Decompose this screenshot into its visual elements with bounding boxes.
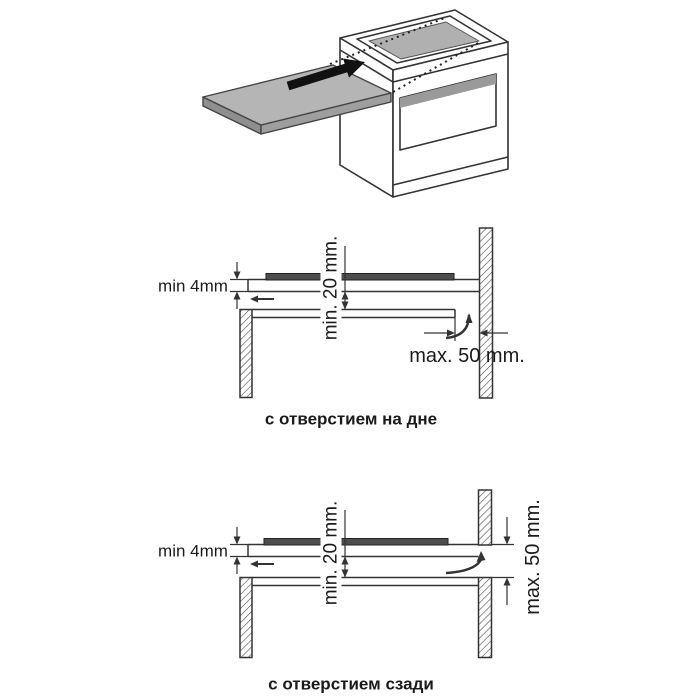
- shelf: [252, 576, 479, 587]
- airflow-arrow-curved-icon: [445, 551, 486, 575]
- wall-lower-hatched: [477, 576, 493, 659]
- dim-min4: [230, 262, 248, 309]
- left-post-hatched: [239, 576, 253, 659]
- cabinet-base-line: [392, 156, 509, 186]
- label-max-50mm: max. 50 mm.: [409, 345, 525, 367]
- wall-upper-hatched: [477, 489, 493, 546]
- caption-back-opening: с отверстием сзади: [268, 674, 434, 694]
- diagram-bottom-opening: [230, 227, 508, 399]
- hob-bar: [265, 273, 455, 281]
- dim-max50: [424, 317, 508, 341]
- dim-min20: [341, 510, 349, 578]
- label-min-4mm: min 4mm: [158, 276, 228, 296]
- label-min-4mm: min 4mm: [158, 541, 228, 561]
- airflow-arrow-curved-icon: [445, 313, 473, 340]
- hob-bar: [263, 538, 449, 546]
- airflow-arrow-left-icon: [250, 560, 274, 568]
- airflow-arrow-left-icon: [250, 295, 274, 303]
- dim-min20: [341, 246, 349, 310]
- dim-max50-vertical: [491, 517, 514, 605]
- worktop-edge-line: [392, 53, 509, 83]
- cabinet-niche-shadow: [400, 74, 496, 108]
- left-post-hatched: [239, 308, 253, 399]
- label-max-50mm: max. 50 mm.: [522, 499, 544, 615]
- label-min-20mm: min. 20 mm.: [320, 232, 342, 344]
- wall-hatched: [478, 227, 494, 399]
- hob-panel: [202, 64, 392, 135]
- insert-arrow-icon: [286, 58, 365, 91]
- hob-panel-top: [202, 64, 392, 126]
- caption-bottom-opening: с отверстием на дне: [264, 409, 438, 429]
- shelf: [252, 308, 456, 319]
- worktop-edge-line: [339, 49, 394, 83]
- diagram-back-opening: [230, 489, 514, 659]
- label-min-20mm: min. 20 mm.: [320, 497, 342, 609]
- worktop: [247, 543, 479, 558]
- cabinet-illustration: [202, 9, 509, 198]
- dim-min4: [230, 527, 248, 574]
- worktop: [247, 278, 480, 293]
